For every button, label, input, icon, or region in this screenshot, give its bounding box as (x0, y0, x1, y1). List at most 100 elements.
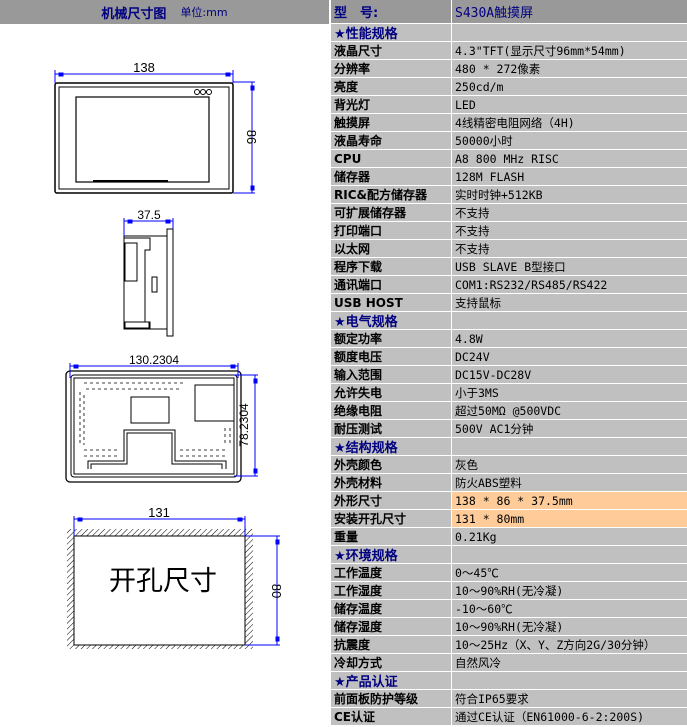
spec-value: DC15V-DC28V (455, 367, 532, 382)
spec-label: 绝缘电阻 (331, 402, 452, 419)
cutout-label: 开孔尺寸 (109, 566, 217, 597)
spec-label: 额度电压 (331, 348, 452, 365)
spec-label: 工作湿度 (331, 582, 452, 599)
side-view (123, 228, 174, 337)
spec-row: RIC&配方储存器实时时钟+512KB (331, 186, 687, 204)
spec-value: 10～90%RH(无冷凝) (455, 583, 564, 598)
spec-value: 138 * 86 * 37.5mm (452, 492, 687, 509)
front-width-label: 138 (133, 60, 155, 75)
spec-value: 4线精密电阻网络（4H) (455, 115, 575, 130)
spec-label: ★结构规格 (331, 438, 452, 455)
spec-label: 背光灯 (331, 96, 452, 113)
spec-value: 灰色 (455, 457, 478, 472)
cutout-view (67, 529, 253, 649)
spec-row: 可扩展储存器不支持 (331, 204, 687, 222)
spec-value: 不支持 (455, 205, 490, 220)
back-width-label: 130.2304 (129, 353, 179, 367)
spec-value: -10～60℃ (455, 601, 513, 616)
section-header-row: ★环境规格 (331, 546, 687, 564)
dimension-drawings: 138 86 37.5 (54, 60, 284, 649)
section-header-row: ★结构规格 (331, 438, 687, 456)
spec-value: 128M FLASH (455, 169, 525, 184)
depth-label: 37.5 (137, 208, 161, 222)
spec-label: 允许失电 (331, 384, 452, 401)
spec-label: 储存温度 (331, 600, 452, 617)
spec-value: 480 * 272像素 (455, 61, 541, 76)
spec-label: 抗震度 (331, 636, 452, 653)
spec-value (452, 312, 687, 329)
front-dimensions (54, 70, 255, 194)
spec-label: 储存湿度 (331, 618, 452, 635)
spec-value: 50000小时 (455, 133, 513, 148)
spec-value: 防火ABS塑料 (455, 475, 522, 490)
spec-value (452, 24, 687, 41)
drawing-title: 机械尺寸图 (101, 6, 167, 22)
spec-value: 通过CE认证（EN61000-6-2:200S) (455, 709, 645, 724)
spec-value (452, 438, 687, 455)
spec-value: 不支持 (455, 223, 490, 238)
back-dimensions (69, 363, 258, 477)
spec-value: 自然风冷 (455, 655, 501, 670)
mechanical-drawing-panel: 机械尺寸图 单位:mm 138 86 (0, 0, 330, 727)
spec-value: 实时时钟+512KB (455, 187, 543, 202)
spec-label: RIC&配方储存器 (331, 186, 452, 203)
front-height-label: 86 (244, 130, 259, 144)
spec-label: 亮度 (331, 78, 452, 95)
model-row: 型 号: S430A触摸屏 (331, 0, 687, 24)
spec-label: 冷却方式 (331, 654, 452, 671)
spec-label: 液晶寿命 (331, 132, 452, 149)
spec-label: 工作温度 (331, 564, 452, 581)
spec-label: ★电气规格 (331, 312, 452, 329)
spec-row: 以太网不支持 (331, 240, 687, 258)
spec-label: 可扩展储存器 (331, 204, 452, 221)
spec-row: 储存温度-10～60℃ (331, 600, 687, 618)
spec-label: 耐压测试 (331, 420, 452, 437)
spec-label: 触摸屏 (331, 114, 452, 131)
cutout-dimensions (73, 516, 280, 646)
back-view (65, 370, 242, 483)
spec-value (452, 546, 687, 563)
spec-value: 10～90%RH(无冷凝) (455, 619, 564, 634)
spec-value: 4.3"TFT(显示尺寸96mm*54mm) (455, 43, 626, 58)
side-dimensions (123, 218, 174, 236)
spec-value: 250cd/m (455, 79, 504, 94)
section-header-row: ★产品认证 (331, 672, 687, 690)
spec-label: CE认证 (331, 708, 452, 725)
spec-value: 0～45℃ (455, 565, 499, 580)
spec-label: 重量 (331, 528, 452, 545)
spec-value: DC24V (455, 349, 490, 364)
section-header-row: ★性能规格 (331, 24, 687, 42)
spec-value: 500V AC1分钟 (455, 421, 534, 436)
spec-label: ★性能规格 (331, 24, 452, 41)
spec-label: 输入范围 (331, 366, 452, 383)
spec-value: USB SLAVE B型接口 (455, 259, 566, 274)
spec-row: CE认证通过CE认证（EN61000-6-2:200S) (331, 708, 687, 726)
spec-row: 外壳颜色灰色 (331, 456, 687, 474)
spec-label: ★环境规格 (331, 546, 452, 563)
spec-value: 支持鼠标 (455, 295, 501, 310)
model-value: S430A触摸屏 (455, 6, 534, 21)
spec-value: 4.8W (455, 331, 483, 346)
spec-label: 外壳材料 (331, 474, 452, 491)
spec-value: A8 800 MHz RISC (455, 151, 559, 166)
spec-label: 额定功率 (331, 330, 452, 347)
spec-label: CPU (331, 150, 452, 167)
spec-row: 绝缘电阻超过50MΩ @500VDC (331, 402, 687, 420)
spec-row: 外壳材料防火ABS塑料 (331, 474, 687, 492)
